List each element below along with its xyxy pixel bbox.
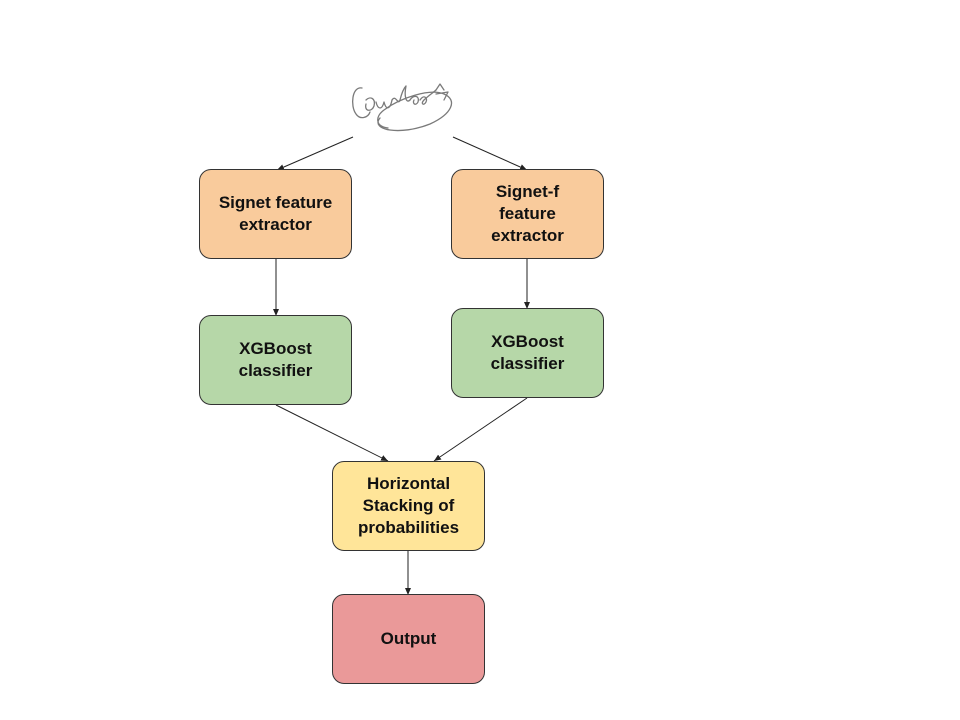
- signet-f-feature-extractor-label: Signet-f feature extractor: [491, 182, 564, 245]
- output-label: Output: [380, 629, 437, 648]
- xgboost-classifier-left-label: XGBoost classifier: [238, 339, 313, 380]
- output-node: Output: [332, 594, 485, 684]
- xgboost-classifier-right-node: XGBoost classifier: [451, 308, 604, 398]
- xgboost-classifier-left-node: XGBoost classifier: [199, 315, 352, 405]
- horizontal-stacking-label: Horizontal Stacking of probabilities: [357, 474, 460, 537]
- horizontal-stacking-node: Horizontal Stacking of probabilities: [332, 461, 485, 551]
- edge-xgboost-left-to-stacking: [275, 404, 389, 462]
- edge-xgboost-right-to-stacking: [433, 397, 528, 462]
- signet-f-feature-extractor-node: Signet-f feature extractor: [451, 169, 604, 259]
- handwritten-signature-image: [351, 83, 453, 132]
- signet-feature-extractor-node: Signet feature extractor: [199, 169, 352, 259]
- signet-feature-extractor-label: Signet feature extractor: [218, 193, 333, 234]
- xgboost-classifier-right-label: XGBoost classifier: [490, 332, 565, 373]
